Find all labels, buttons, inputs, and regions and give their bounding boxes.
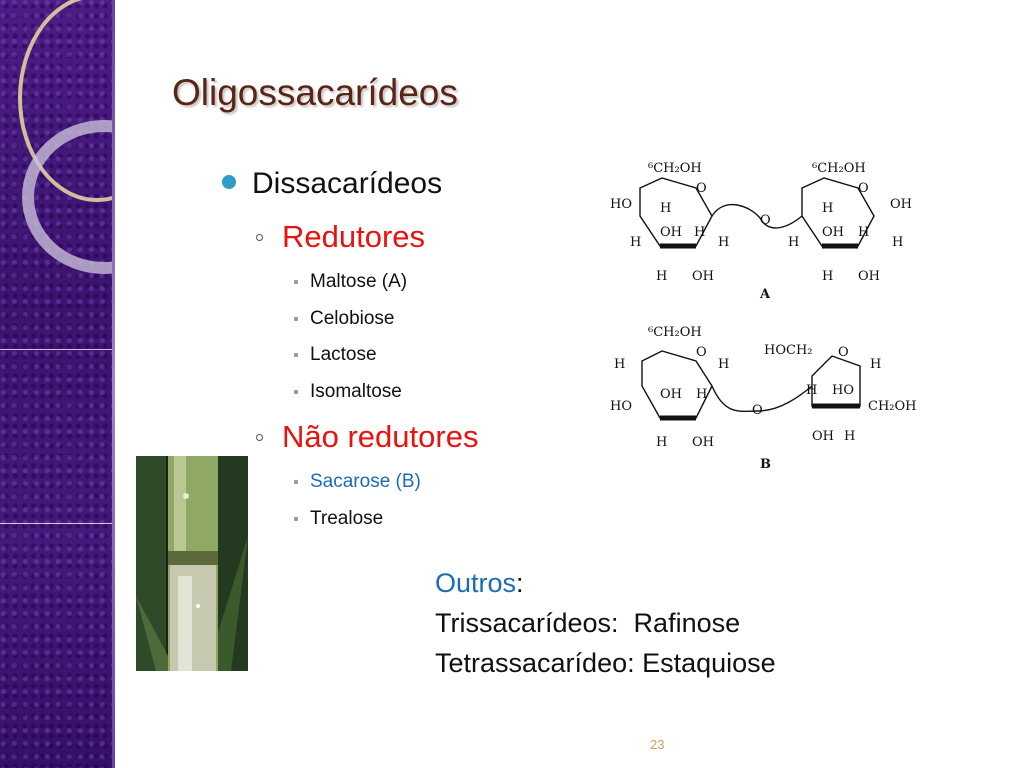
svg-text:H: H [858, 225, 869, 240]
subheading-label: Redutores [282, 219, 426, 254]
svg-text:H: H [630, 235, 641, 250]
svg-text:O: O [696, 181, 707, 196]
list-item: Lactose [222, 337, 478, 374]
svg-text:O: O [696, 345, 707, 360]
bullet-list: Dissacarídeos Redutores Maltose (A) Celo… [222, 158, 478, 537]
chemical-structure-diagram: ⁶CH₂OH ⁶CH₂OH O O HO H OH H H O H OH H O… [610, 161, 917, 472]
others-line-1: Trissacarídeos: Rafinose [435, 608, 741, 638]
list-item-label: Isomaltose [310, 380, 402, 402]
svg-text:H: H [822, 201, 833, 216]
slide-title: Oligossacarídeos [172, 72, 458, 113]
svg-text:H: H [694, 225, 705, 240]
subheading-redutores: Redutores [222, 210, 478, 264]
svg-text:H: H [822, 269, 833, 284]
svg-text:HOCH₂: HOCH₂ [764, 343, 813, 358]
svg-text:H: H [788, 235, 799, 250]
svg-text:⁶CH₂OH: ⁶CH₂OH [648, 161, 702, 176]
svg-text:OH: OH [858, 269, 880, 284]
figure-label-b: B [760, 457, 771, 472]
bullet-square-icon [294, 280, 298, 284]
bullet-square-icon [294, 316, 298, 321]
svg-text:H: H [656, 269, 667, 284]
svg-text:⁶CH₂OH: ⁶CH₂OH [812, 161, 866, 176]
svg-text:OH: OH [660, 225, 682, 240]
bullet-ring-icon [256, 434, 263, 441]
svg-text:O: O [838, 345, 849, 360]
svg-text:H: H [718, 357, 729, 372]
svg-text:H: H [870, 357, 881, 372]
svg-text:OH: OH [660, 387, 682, 402]
svg-text:CH₂OH: CH₂OH [868, 399, 917, 414]
svg-text:H: H [718, 235, 729, 250]
svg-text:H: H [656, 435, 667, 450]
svg-text:OH: OH [812, 429, 834, 444]
list-item-label: Sacarose (B) [310, 471, 421, 492]
svg-text:OH: OH [822, 225, 844, 240]
svg-text:O: O [760, 213, 771, 228]
svg-text:HO: HO [832, 383, 854, 398]
figure-label-a: A [759, 287, 771, 302]
svg-text:HO: HO [610, 197, 632, 212]
page-number: 23 [650, 737, 665, 752]
list-item-label: Trealose [310, 507, 384, 529]
svg-text:H: H [892, 235, 903, 250]
list-item-label: Celobiose [310, 307, 395, 329]
list-item: Isomaltose [222, 374, 478, 411]
bullet-square-icon [294, 353, 298, 357]
other-oligosaccharides: Outros: Trissacarídeos: Rafinose Tetrass… [435, 563, 776, 683]
list-item: Trealose [222, 501, 478, 538]
svg-text:OH: OH [692, 269, 714, 284]
disaccharide-structures-figure: ⁶CH₂OH ⁶CH₂OH O O HO H OH H H O H OH H O… [600, 156, 940, 476]
svg-text:O: O [752, 403, 763, 418]
bullet-square-icon [294, 389, 298, 394]
svg-text:H: H [806, 383, 817, 398]
subheading-label: Não redutores [282, 419, 479, 454]
list-item-label: Lactose [310, 344, 377, 365]
others-label: Outros [435, 568, 517, 598]
list-item: Sacarose (B) [222, 464, 478, 501]
svg-text:⁶CH₂OH: ⁶CH₂OH [648, 325, 702, 340]
svg-text:H: H [660, 201, 671, 216]
list-item-label: Maltose (A) [310, 271, 408, 292]
bullet-dot-icon [222, 175, 236, 189]
list-item: Celobiose [222, 301, 478, 338]
sugarcane-image [136, 456, 248, 671]
others-line-2: Tetrassacarídeo: Estaquiose [435, 648, 776, 678]
bullet-square-icon [294, 480, 298, 484]
svg-text:OH: OH [692, 435, 714, 450]
list-item: Maltose (A) [222, 264, 478, 301]
divider-line [0, 523, 112, 524]
sugarcane-photo [136, 456, 248, 671]
bullet-square-icon [294, 516, 298, 521]
subheading-nao-redutores: Não redutores [222, 410, 478, 464]
svg-text:HO: HO [610, 399, 632, 414]
bullet-dissacarideos: Dissacarídeos [222, 158, 478, 210]
svg-text:O: O [858, 181, 869, 196]
sidebar-border [112, 0, 115, 768]
others-colon: : [516, 568, 524, 598]
bullet-ring-icon [256, 234, 263, 241]
svg-text:OH: OH [890, 197, 912, 212]
bullet-label: Dissacarídeos [252, 167, 443, 200]
decorative-sidebar [0, 0, 112, 768]
svg-text:H: H [844, 429, 855, 444]
others-heading: Outros: [435, 563, 776, 603]
divider-line [0, 349, 112, 350]
svg-text:H: H [614, 357, 625, 372]
svg-text:H: H [696, 387, 707, 402]
